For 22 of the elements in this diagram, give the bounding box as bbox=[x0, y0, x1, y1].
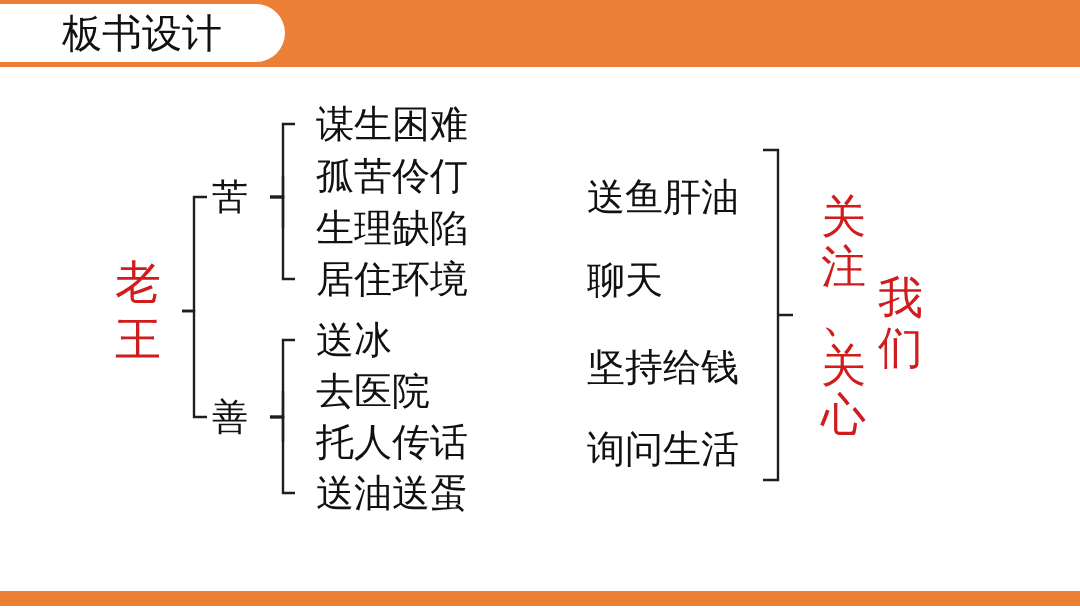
bracket-line bbox=[182, 309, 207, 419]
item-label: 孤苦伶仃 bbox=[316, 157, 468, 195]
bracket-line bbox=[761, 148, 795, 482]
item-label: 托人传话 bbox=[316, 423, 468, 461]
side-label: 我们 bbox=[878, 273, 923, 372]
bracket-line bbox=[270, 415, 295, 495]
branch-label: 善 bbox=[212, 399, 248, 435]
item-label: 送鱼肝油 bbox=[587, 178, 739, 216]
topic-label: 老王 bbox=[115, 254, 161, 368]
slide-title: 板书设计 bbox=[62, 13, 222, 53]
bracket-line bbox=[270, 195, 295, 281]
item-label: 谋生困难 bbox=[316, 105, 468, 143]
conclusion-label: 关注、关心 bbox=[821, 192, 866, 440]
item-label: 聊天 bbox=[587, 261, 663, 299]
item-label: 去医院 bbox=[316, 372, 430, 410]
item-label: 居住环境 bbox=[316, 260, 468, 298]
item-label: 送油送蛋 bbox=[316, 474, 468, 512]
item-label: 送冰 bbox=[316, 321, 392, 359]
item-label: 坚持给钱 bbox=[587, 348, 739, 386]
branch-label: 苦 bbox=[212, 179, 248, 215]
item-label: 生理缺陷 bbox=[316, 209, 468, 247]
item-label: 询问生活 bbox=[587, 430, 739, 468]
